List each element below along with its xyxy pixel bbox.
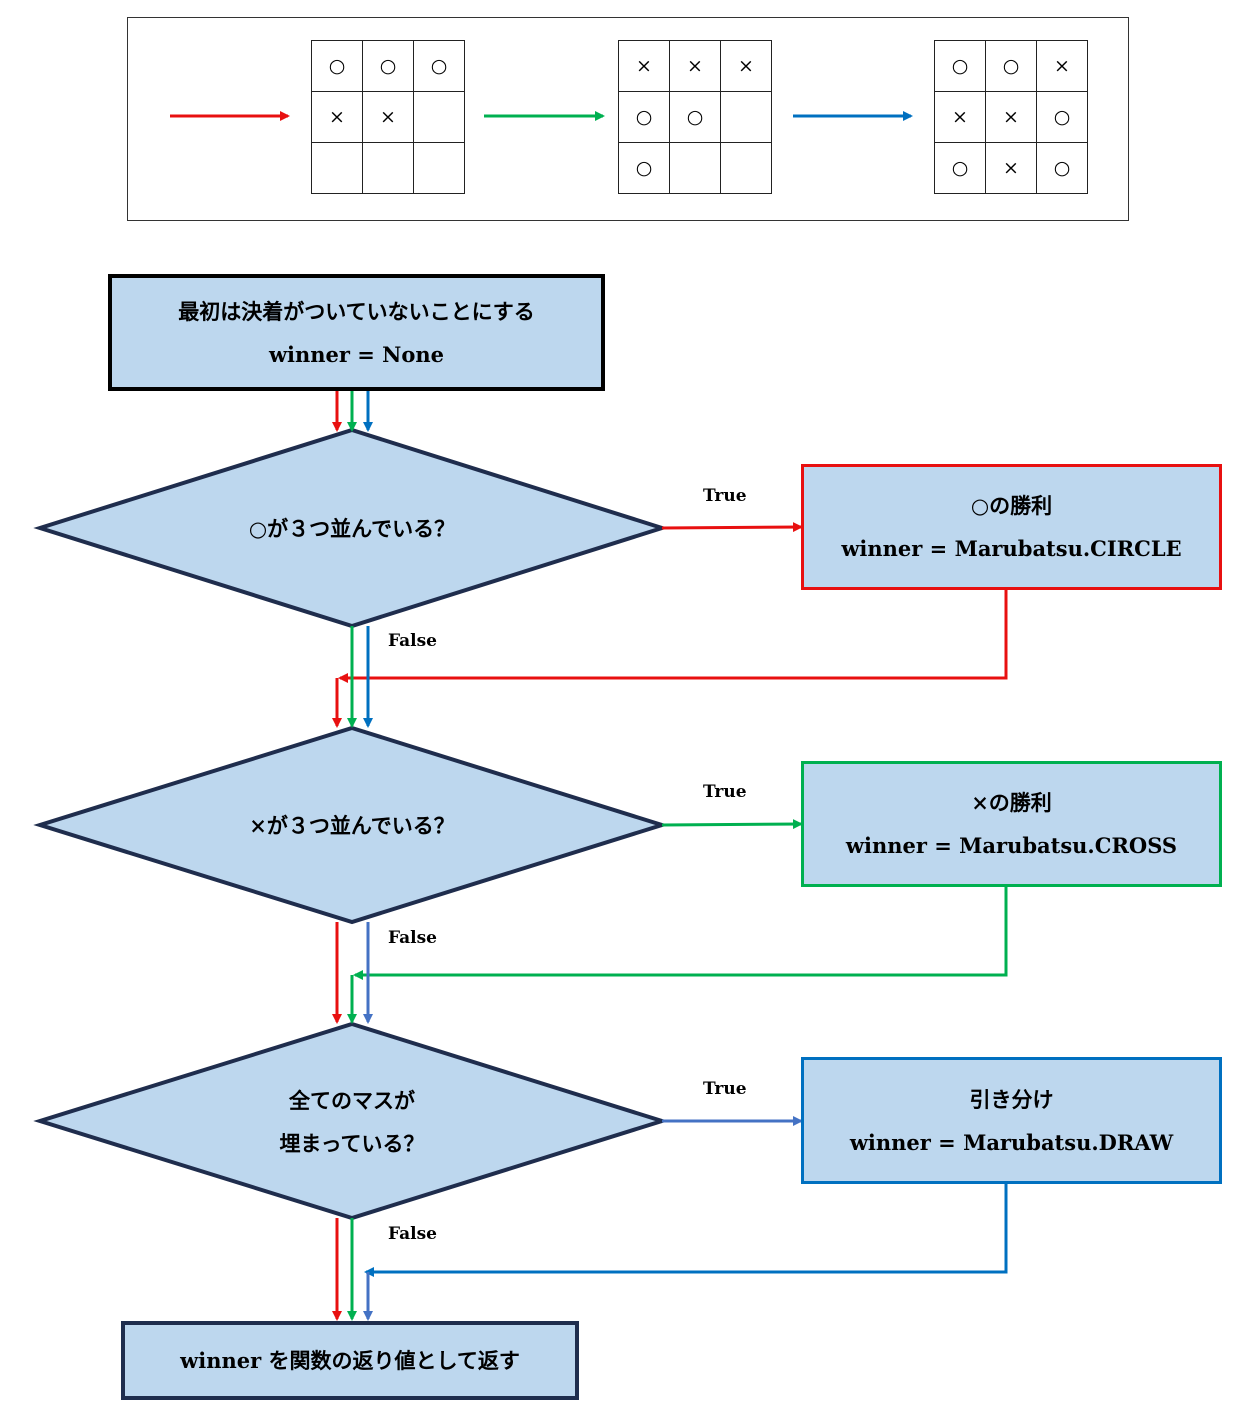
board-cell [312,143,363,194]
board-cell: × [935,92,986,143]
board-cell: ○ [1037,92,1088,143]
edge-r2-return [353,887,1008,980]
board-cell: × [670,41,721,92]
edge-r1-return [338,590,1008,683]
decision3-line2: 埋まっている？ [279,1131,425,1156]
board-cell: ○ [986,41,1037,92]
board-cell: ○ [935,143,986,194]
start-node-line2: winner = None [268,341,445,367]
decision2-label: ×が３つ並んでいる？ [120,795,584,855]
board-cell [670,143,721,194]
board-cell: ○ [935,41,986,92]
result-circle-line2: winner = Marubatsu.CIRCLE [841,536,1182,561]
result-circle-line1: ○の勝利 [970,493,1053,518]
board-cell: × [312,92,363,143]
legend-board-1: ○ ○ ○ × × [311,40,465,194]
board-cell [363,143,414,194]
false-label-1: False [388,631,437,651]
board-cell [721,92,772,143]
board-cell [721,143,772,194]
board-cell [414,143,465,194]
board-cell: × [986,143,1037,194]
edge-r3-return [364,1184,1008,1277]
edge-d1-true [661,522,803,533]
board-cell: ○ [414,41,465,92]
legend-panel [127,17,1129,221]
board-cell: × [986,92,1037,143]
board-cell [414,92,465,143]
board-cell: ○ [619,92,670,143]
false-label-2: False [388,928,437,948]
decision2-text: ×が３つ並んでいる？ [249,812,455,838]
result-circle-node: ○の勝利 winner = Marubatsu.CIRCLE [801,464,1222,590]
start-node-line1: 最初は決着がついていないことにする [178,298,535,324]
decision2-shape [33,725,669,925]
decision1-label: ○が３つ並んでいる？ [120,498,584,558]
true-label-3: True [703,1079,747,1099]
decision3-label: 全てのマスが 埋まっている？ [120,1078,584,1166]
result-draw-line1: 引き分け [969,1086,1054,1112]
start-node: 最初は決着がついていないことにする winner = None [108,274,605,391]
result-draw-line2: winner = Marubatsu.DRAW [849,1129,1174,1155]
end-node-text: winner を関数の返り値として返す [180,1348,520,1373]
false-label-3: False [388,1224,437,1244]
true-label-1: True [703,486,747,506]
legend-board-3: ○ ○ × × × ○ ○ × ○ [934,40,1088,194]
board-cell: × [363,92,414,143]
legend-board-2: × × × ○ ○ ○ [618,40,772,194]
board-cell: × [1037,41,1088,92]
board-cell: × [619,41,670,92]
end-node: winner を関数の返り値として返す [121,1321,579,1400]
result-cross-line1: ×の勝利 [971,790,1052,815]
board-cell: × [721,41,772,92]
true-label-2: True [703,782,747,802]
decision1-text: ○が３つ並んでいる？ [248,515,456,541]
result-cross-node: ×の勝利 winner = Marubatsu.CROSS [801,761,1222,887]
result-draw-node: 引き分け winner = Marubatsu.DRAW [801,1057,1222,1184]
board-cell: ○ [670,92,721,143]
board-cell: ○ [619,143,670,194]
board-cell: ○ [312,41,363,92]
edge-d2-true [661,819,803,830]
decision3-line1: 全てのマスが [289,1088,415,1113]
board-cell: ○ [1037,143,1088,194]
board-cell: ○ [363,41,414,92]
result-cross-line2: winner = Marubatsu.CROSS [845,833,1178,858]
